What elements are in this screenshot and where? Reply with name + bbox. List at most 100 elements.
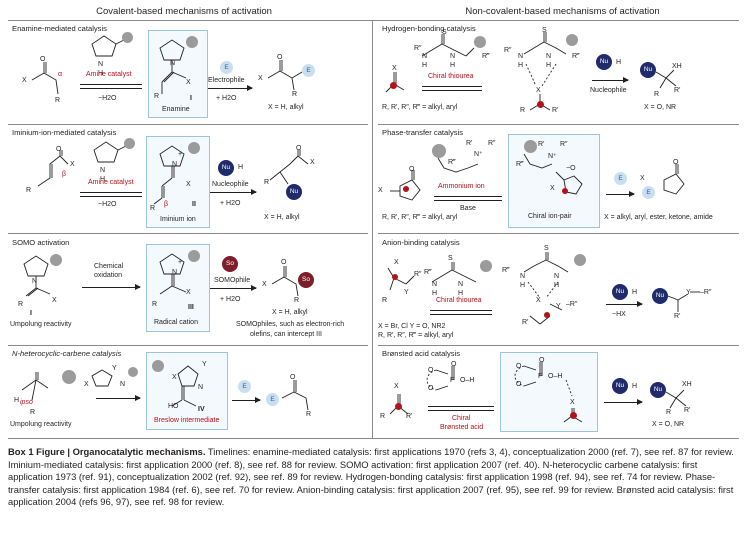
product-oxygen: O (277, 54, 283, 61)
complex-r: R‴ (502, 267, 510, 274)
breslow-grey-group (152, 360, 164, 372)
iminium-beta: β (164, 201, 169, 208)
complex-red-atom (544, 312, 550, 318)
product-r: R (654, 91, 660, 98)
complex-grey-group (574, 254, 586, 266)
enamine-n: N (170, 60, 176, 67)
nhc-r: R (30, 409, 36, 416)
product-oxygen: O (281, 259, 287, 266)
acid-oh: O–H (460, 377, 475, 384)
product-oxygen: O (290, 374, 296, 381)
plus-water: + H2O (216, 95, 237, 102)
scope-right: X = alkyl, aryl, ester, ketone, amide (604, 214, 713, 221)
reaction-arrow (208, 85, 253, 91)
noncovalent-header: Non-covalent-based mechanisms of activat… (465, 6, 660, 17)
scope-line1: X = Br, Cl Y = O, NR2 (378, 323, 446, 330)
nucleophile-icon: Nu (218, 160, 234, 176)
panel-title: Brønsted acid catalysis (382, 349, 461, 358)
product-r: R (666, 409, 672, 416)
product-o: O (673, 159, 679, 166)
substrate-r1: R (382, 297, 388, 304)
scope-right: X = O, NR (644, 104, 677, 111)
somo-x: X (52, 297, 57, 304)
reaction-arrow (604, 399, 643, 405)
complex-red-atom (537, 101, 544, 108)
ammonium-r1: R′ (466, 140, 473, 147)
oxidation-bottom: oxidation (94, 272, 123, 279)
ion-pair-red-atom (562, 188, 568, 194)
ammonium-structure (437, 157, 479, 173)
substrate-y: Y (404, 289, 409, 296)
product-electrophile-icon: E (266, 393, 279, 406)
equilibrium-arrow (80, 84, 142, 89)
bronsted-complex-box (500, 352, 598, 432)
equilibrium-arrow (422, 86, 482, 91)
caption-body: Timelines: enamine-mediated catalysis: f… (8, 446, 734, 508)
catalyst-label: Amine catalyst (86, 71, 132, 78)
reaction-arrow (592, 77, 629, 83)
nhc-n: N (120, 381, 126, 388)
thiourea-grey-group (480, 260, 492, 272)
breslow-structure (171, 365, 199, 407)
right-divider-3 (378, 345, 739, 346)
radical-r: R (152, 301, 158, 308)
enamine-numeral: I (190, 95, 192, 102)
product-electrophile-icon: E (642, 186, 655, 199)
ammonium-n: N⁺ (474, 151, 483, 158)
catalyst-grey-group (122, 32, 133, 43)
bronsted-substrate-structure (389, 394, 409, 415)
reaction-arrow (232, 397, 261, 403)
product-r: R (292, 91, 298, 98)
thiourea-r3: R‴ (482, 53, 490, 60)
ammonium-r: R‴ (448, 159, 456, 166)
enal-oxygen: O (56, 146, 62, 153)
breslow-y: Y (202, 361, 207, 368)
complex-s: S (544, 245, 549, 252)
left-divider-3 (8, 345, 368, 346)
complex-x: X (570, 399, 575, 406)
carbonyl-x: X (392, 65, 397, 72)
complex-p: P (538, 373, 543, 380)
ion-pair-r2: R″ (560, 141, 568, 148)
plus-water: + H2O (220, 200, 241, 207)
somophile-label: SOMOphile (214, 277, 251, 284)
acid-p: P (450, 377, 455, 384)
reaction-arrow (210, 285, 257, 291)
iminium-x: X (186, 181, 191, 188)
equilibrium-arrow (80, 192, 142, 197)
base-label: Base (460, 205, 476, 212)
enamine-label: Enamine (162, 106, 190, 113)
substrate-red-atom (395, 403, 402, 410)
nucleophile-icon: Nu (612, 284, 628, 300)
product-xh: XH (682, 381, 692, 388)
electrophile-icon: E (238, 380, 251, 393)
catalyst-grey-group (124, 138, 135, 149)
nucleophile-h: H (632, 289, 638, 296)
aldehyde-structure (31, 62, 59, 95)
panel-title: Hydrogen-bonding catalysis (382, 24, 476, 33)
nucleophile-h: H (632, 383, 638, 390)
complex-o2: O (516, 381, 522, 388)
aldehyde-r: R (55, 97, 61, 104)
enal-r: R (26, 187, 32, 194)
somo-n: N (32, 278, 38, 285)
radical-grey-group (188, 250, 200, 262)
radical-n: N (172, 269, 178, 276)
catalyst-label: Chiral thiourea (428, 73, 474, 80)
complex-o3: O (539, 357, 545, 364)
scope-right: X = O, NR (652, 421, 685, 428)
reaction-arrow (606, 191, 635, 197)
product-x: X (310, 159, 315, 166)
umpolung-label: Umpolung reactivity (10, 321, 72, 328)
product-x: X (262, 281, 267, 288)
ion-pair-box (508, 134, 600, 228)
complex-grey-group (566, 34, 578, 46)
somo-product-structure (271, 266, 299, 297)
iminium-n: N (172, 161, 178, 168)
